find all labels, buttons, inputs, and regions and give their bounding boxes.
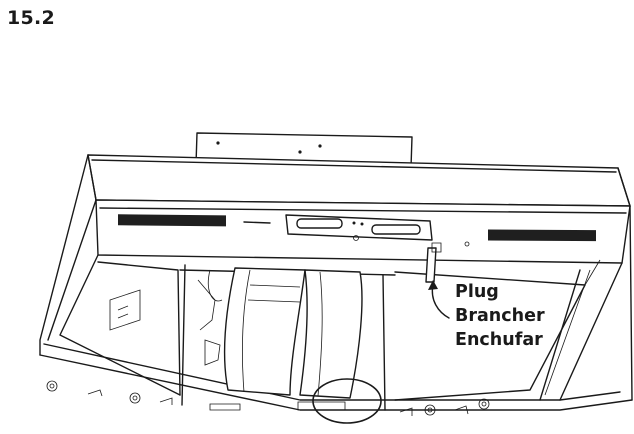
highlight-circle bbox=[312, 378, 382, 424]
curved-arrow-icon bbox=[428, 280, 450, 319]
step-number: 15.2 bbox=[7, 7, 56, 29]
plug-label-fr: Brancher bbox=[455, 306, 545, 326]
interior: ​ bbox=[46, 241, 601, 416]
plug-callout: Plug Brancher Enchufar bbox=[455, 280, 545, 352]
plug-label-en: Plug bbox=[455, 282, 499, 302]
control-panel bbox=[285, 214, 433, 241]
plug-label-es: Enchufar bbox=[455, 330, 543, 350]
front-vents bbox=[118, 214, 596, 242]
